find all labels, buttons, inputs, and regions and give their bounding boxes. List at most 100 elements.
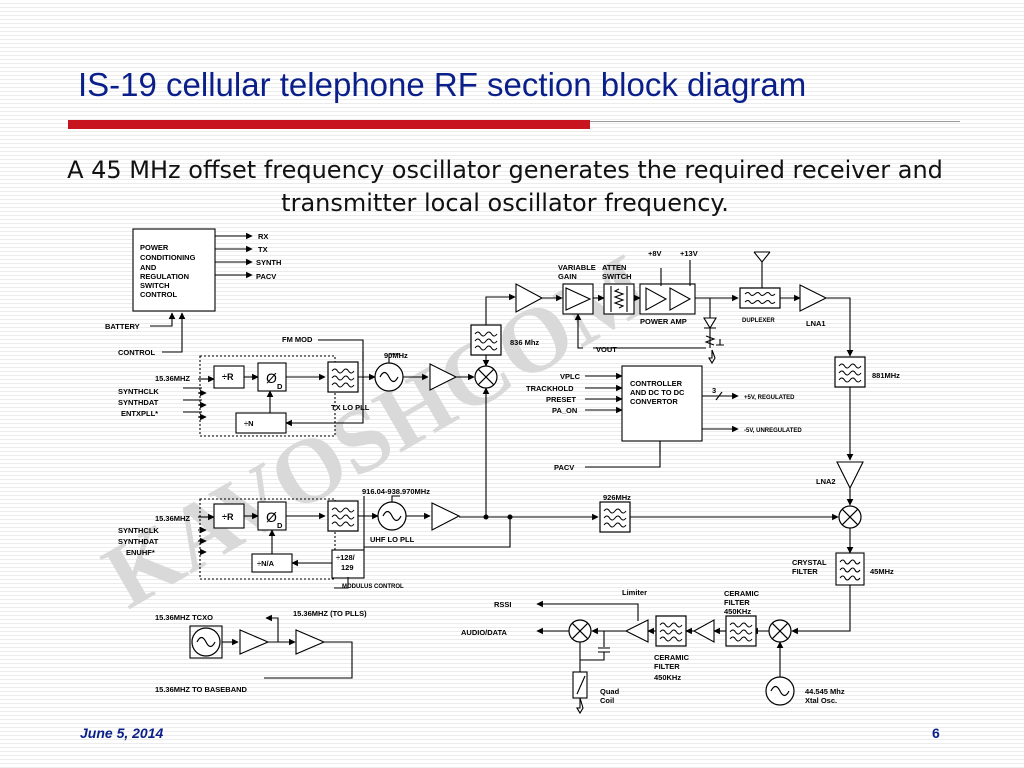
variable-gain-label-1: GAIN — [558, 272, 577, 281]
slide-title: IS-19 cellular telephone RF section bloc… — [78, 66, 807, 103]
battery-label: BATTERY — [105, 322, 140, 331]
uhf-in-synthclk: SYNTHCLK — [118, 526, 159, 535]
uhf-prescaler-bottom: 129 — [341, 563, 354, 572]
tx-in-synthclk: SYNTHCLK — [118, 387, 159, 396]
tx-ref-label: 15.36MHZ — [155, 374, 190, 383]
power-label-0: POWER — [140, 243, 169, 252]
f45-label: 45MHz — [870, 567, 894, 576]
uhf-divider-na-label: ÷N/A — [257, 559, 275, 568]
tcxo-buffer-amp — [239, 629, 270, 655]
tx-lo-amp — [429, 363, 458, 391]
ceramic-bottom-1: FILTER — [654, 662, 680, 671]
ctrl-out-unregulated: -5V, UNREGULATED — [744, 428, 802, 434]
duplexer-label: DUPLEXER — [742, 318, 775, 324]
lna1-amp — [799, 284, 828, 312]
lna2-amp — [836, 461, 864, 490]
quad-coil — [572, 671, 588, 699]
controller-label-1: AND DC TO DC — [630, 388, 685, 397]
tx-driver-amp — [515, 283, 544, 313]
uhf-in-synthdat: SYNTHDAT — [118, 537, 159, 546]
xtal-label-0: 44.545 Mhz — [805, 687, 845, 696]
slide-subtitle: A 45 MHz offset frequency oscillator gen… — [67, 156, 943, 217]
rssi-label: RSSI — [494, 600, 512, 609]
limiter-label: Limiter — [622, 588, 647, 597]
controller-block — [621, 365, 703, 442]
audio-data-label: AUDIO/DATA — [461, 628, 508, 637]
crystal-filter-label-1: FILTER — [792, 567, 818, 576]
uhf-pll-label: UHF LO PLL — [370, 535, 415, 544]
quad-coil-label-0: Quad — [600, 687, 620, 696]
crystal-filter-label-0: CRYSTAL — [792, 558, 827, 567]
power-amp-label: POWER AMP — [640, 317, 687, 326]
variable-gain-label-0: VARIABLE — [558, 263, 596, 272]
power-conditioning-block — [132, 228, 216, 312]
limiter-amp — [624, 619, 649, 643]
f926-label: 926MHz — [603, 493, 631, 502]
vout-label: VOUT — [596, 345, 617, 354]
tcxo-label: 15.36MHZ TCXO — [155, 613, 213, 622]
ceramic-top-1: FILTER — [724, 598, 750, 607]
uhf-divider-r-label: ÷R — [222, 512, 234, 522]
power-out-tx: TX — [258, 245, 268, 254]
ctrl-out-regulated: +5V, REGULATED — [744, 395, 795, 401]
f881-label: 881MHz — [872, 371, 900, 380]
if-amp-1 — [692, 619, 715, 643]
tx-phase-symbol: Ø — [266, 370, 277, 386]
ctrl-in-vplc: VPLC — [560, 372, 581, 381]
power-label-5: CONTROL — [140, 290, 177, 299]
power-out-synth: SYNTH — [256, 258, 281, 267]
modulus-control-label: MODULUS CONTROL — [342, 584, 404, 590]
tx-filter-freq: 836 Mhz — [510, 338, 539, 347]
ceramic-top-2: 450KHz — [724, 607, 751, 616]
uhf-lo-amp — [431, 502, 461, 531]
uhf-phase-symbol: Ø — [266, 509, 277, 525]
power-label-3: REGULATION — [140, 272, 189, 281]
title-rule-accent — [68, 120, 590, 129]
ceramic-bottom-0: CERAMIC — [654, 653, 690, 662]
ctrl-pacv-label: PACV — [554, 463, 574, 472]
power-label-1: CONDITIONING — [140, 253, 196, 262]
ctrl-in-trackhold: TRACKHOLD — [526, 384, 574, 393]
ceramic-bottom-2: 450KHz — [654, 673, 681, 682]
fm-mod-label: FM MOD — [282, 335, 313, 344]
uhf-in-enuhf: ENUHF* — [126, 548, 155, 557]
tx-divider-r-label: ÷R — [222, 372, 234, 382]
ctrl-in-pa-on: PA_ON — [552, 406, 577, 415]
tx-in-synthdat: SYNTHDAT — [118, 398, 159, 407]
uhf-d-label: D — [277, 521, 283, 530]
atten-switch-label-1: SWITCH — [602, 272, 632, 281]
tx-pll-label: TX LO PLL — [331, 403, 370, 412]
power-label-2: AND — [140, 263, 157, 272]
controller-label-0: CONTROLLER — [630, 379, 683, 388]
uhf-vco-freq: 916.04-938.970MHz — [362, 487, 430, 496]
uhf-prescaler-top: ÷128/ — [336, 553, 356, 562]
slide-date: June 5, 2014 — [80, 725, 164, 741]
v13-label: +13V — [680, 249, 698, 258]
uhf-ref-label: 15.36MHZ — [155, 514, 190, 523]
lna2-label: LNA2 — [816, 477, 836, 486]
power-out-rx: RX — [258, 232, 268, 241]
v8-label: +8V — [648, 249, 662, 258]
lna1-label: LNA1 — [806, 319, 826, 328]
tx-divider-n-label: ÷N — [244, 419, 254, 428]
power-out-pacv: PACV — [256, 272, 276, 281]
uhf-prescaler — [331, 549, 365, 579]
xtal-label-1: Xtal Osc. — [805, 696, 837, 705]
control-label: CONTROL — [118, 348, 155, 357]
tx-in-entxpll: ENTXPLL* — [121, 409, 158, 418]
tcxo-to-baseband: 15.36MHZ TO BASEBAND — [155, 685, 248, 694]
atten-switch-label-0: ATTEN — [602, 263, 626, 272]
tcxo-buffer-amp-2 — [295, 629, 326, 655]
tx-d-label: D — [277, 382, 283, 391]
ceramic-top-0: CERAMIC — [724, 589, 760, 598]
title-rule-line — [590, 121, 960, 122]
ctrl-out-count: 3 — [712, 386, 716, 395]
tcxo-to-plls: 15.36MHZ (TO PLLS) — [293, 609, 367, 618]
power-label-4: SWITCH — [140, 281, 170, 290]
slide-page-number: 6 — [932, 725, 940, 741]
quad-coil-label-1: Coil — [600, 696, 614, 705]
tx-vco-freq: 90MHz — [384, 351, 408, 360]
ctrl-in-preset: PRESET — [546, 395, 576, 404]
controller-label-2: CONVERTOR — [630, 397, 678, 406]
